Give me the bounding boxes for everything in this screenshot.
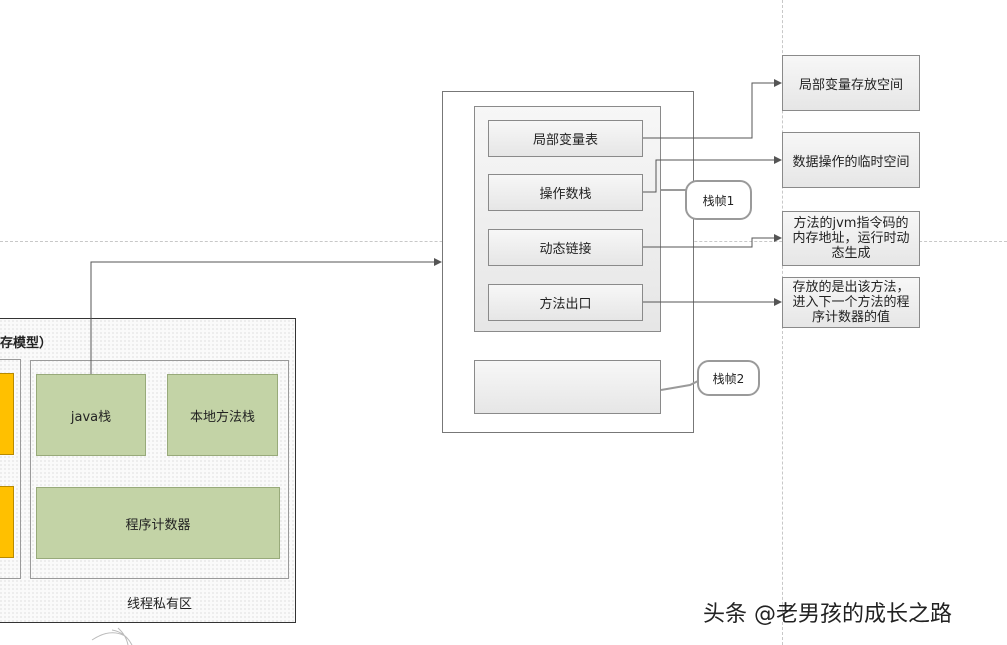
java-stack-arrow xyxy=(90,258,442,374)
native-method-stack-box: 本地方法栈 xyxy=(167,374,278,456)
local-variable-table-box: 局部变量表 xyxy=(488,120,643,157)
frame2-callout-tail xyxy=(660,379,701,391)
memory-model-title: 存模型） xyxy=(0,336,53,351)
watermark-text: 头条 @老男孩的成长之路 xyxy=(703,602,952,627)
dynamic-link-desc-box: 方法的jvm指令码的内存地址，运行时动态生成 xyxy=(782,211,920,266)
shared-area-block-bottom xyxy=(0,486,14,558)
method-exit-box: 方法出口 xyxy=(488,284,643,321)
scribble-decoration xyxy=(91,627,133,645)
stack-frame-2 xyxy=(474,360,661,414)
dynamic-link-arrow xyxy=(643,234,782,248)
shared-area-block-top xyxy=(0,373,14,455)
operand-arrow xyxy=(643,156,782,193)
left-area-border xyxy=(0,359,21,579)
stack-frame-1-callout: 栈帧1 xyxy=(685,180,752,220)
thread-private-area-label: 线程私有区 xyxy=(126,597,192,612)
program-counter-box: 程序计数器 xyxy=(36,487,280,559)
memory-model-box xyxy=(0,318,296,623)
thread-private-area xyxy=(30,360,289,579)
stack-frame-2-callout: 栈帧2 xyxy=(697,360,760,396)
method-exit-desc-box: 存放的是出该方法，进入下一个方法的程序计数器的值 xyxy=(782,277,920,328)
operand-stack-box: 操作数栈 xyxy=(488,174,643,211)
local-var-space-box: 局部变量存放空间 xyxy=(782,55,920,111)
dynamic-link-box: 动态链接 xyxy=(488,229,643,266)
operand-space-box: 数据操作的临时空间 xyxy=(782,132,920,188)
java-stack-box: java栈 xyxy=(36,374,146,456)
local-var-arrow xyxy=(643,79,782,139)
